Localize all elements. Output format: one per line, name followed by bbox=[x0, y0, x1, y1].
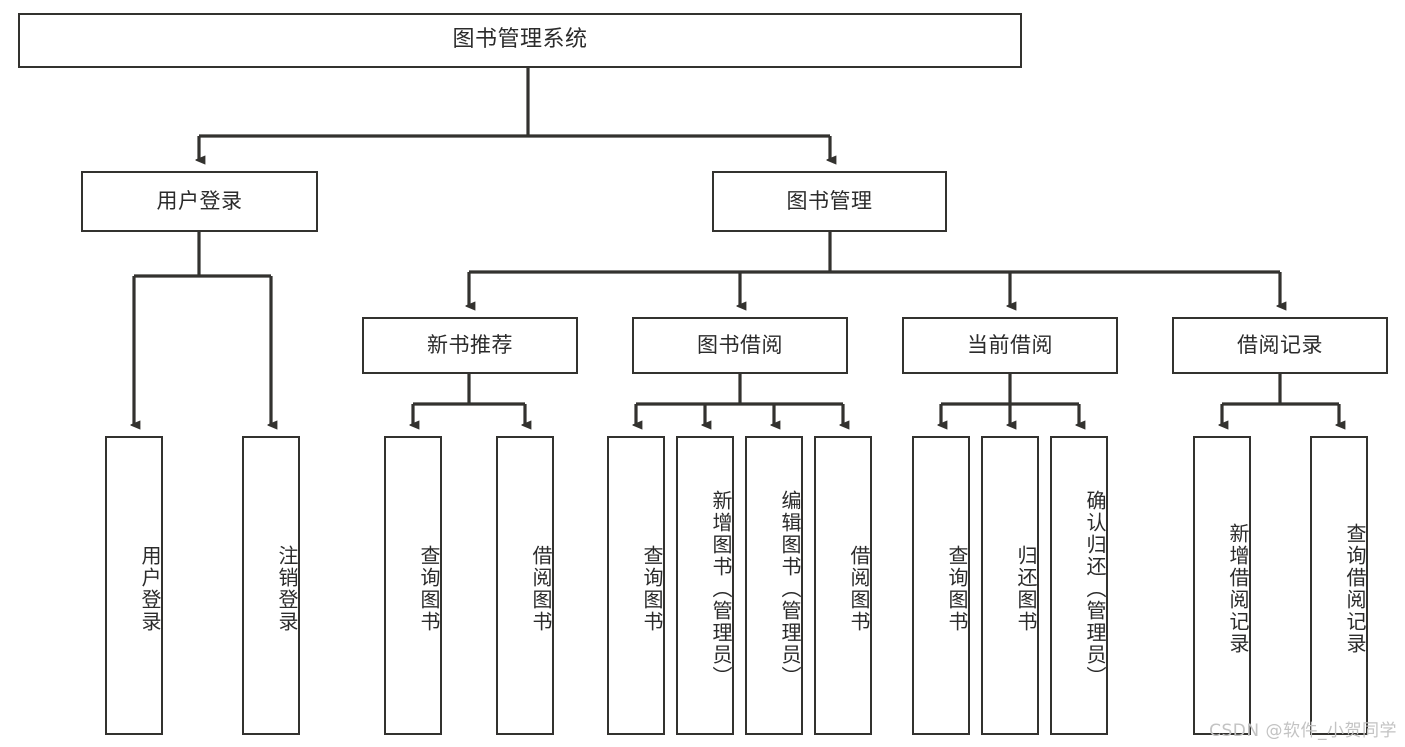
node-label: 新增借阅记录 bbox=[1226, 522, 1250, 655]
node-label: 借阅图书 bbox=[847, 544, 871, 633]
node-label: 用户登录 bbox=[138, 544, 162, 633]
node-leaf-edit-book[interactable]: 编辑图书（管理员） bbox=[745, 436, 803, 735]
node-book-manage[interactable]: 图书管理 bbox=[712, 171, 947, 232]
node-leaf-return-book[interactable]: 归还图书 bbox=[981, 436, 1039, 735]
node-current-borrow[interactable]: 当前借阅 bbox=[902, 317, 1118, 374]
node-label: 借阅图书 bbox=[529, 544, 553, 633]
edge-group-new-book-recommend bbox=[413, 374, 525, 425]
node-leaf-add-book[interactable]: 新增图书（管理员） bbox=[676, 436, 734, 735]
node-leaf-query-book-1[interactable]: 查询图书 bbox=[384, 436, 442, 735]
node-label: 图书借阅 bbox=[697, 332, 783, 357]
node-label: 归还图书 bbox=[1014, 544, 1038, 633]
node-label: 借阅记录 bbox=[1237, 332, 1323, 357]
edge-group-current-borrow bbox=[941, 374, 1079, 425]
edge-group-root bbox=[199, 68, 830, 160]
node-leaf-query-book-2[interactable]: 查询图书 bbox=[607, 436, 665, 735]
node-label: 查询图书 bbox=[945, 544, 969, 633]
node-label: 图书管理 bbox=[786, 188, 873, 213]
edge-group-book-manage bbox=[469, 232, 1280, 306]
node-leaf-borrow-book-2[interactable]: 借阅图书 bbox=[814, 436, 872, 735]
node-leaf-user-login[interactable]: 用户登录 bbox=[105, 436, 163, 735]
node-label: 当前借阅 bbox=[967, 332, 1053, 357]
node-leaf-confirm-return[interactable]: 确认归还（管理员） bbox=[1050, 436, 1108, 735]
edge-group-book-borrow bbox=[636, 374, 843, 425]
csdn-watermark: CSDN @软件_小贺同学 bbox=[1209, 721, 1397, 741]
node-book-borrow[interactable]: 图书借阅 bbox=[632, 317, 848, 374]
node-label: 新增图书（管理员） bbox=[709, 489, 733, 688]
node-new-book-recommend[interactable]: 新书推荐 bbox=[362, 317, 578, 374]
node-borrow-record[interactable]: 借阅记录 bbox=[1172, 317, 1388, 374]
node-label: 新书推荐 bbox=[427, 332, 513, 357]
node-root-system[interactable]: 图书管理系统 bbox=[18, 13, 1022, 68]
node-leaf-borrow-book-1[interactable]: 借阅图书 bbox=[496, 436, 554, 735]
node-leaf-add-record[interactable]: 新增借阅记录 bbox=[1193, 436, 1251, 735]
node-label: 图书管理系统 bbox=[452, 27, 588, 53]
node-label: 查询图书 bbox=[417, 544, 441, 633]
node-label: 编辑图书（管理员） bbox=[778, 489, 802, 688]
node-label: 注销登录 bbox=[275, 544, 299, 633]
node-leaf-query-record[interactable]: 查询借阅记录 bbox=[1310, 436, 1368, 735]
node-label: 用户登录 bbox=[156, 188, 243, 213]
node-leaf-logout[interactable]: 注销登录 bbox=[242, 436, 300, 735]
node-leaf-query-book-3[interactable]: 查询图书 bbox=[912, 436, 970, 735]
node-label: 查询图书 bbox=[640, 544, 664, 633]
edge-group-borrow-record bbox=[1222, 374, 1339, 425]
node-label: 确认归还（管理员） bbox=[1083, 489, 1107, 688]
node-user-login[interactable]: 用户登录 bbox=[81, 171, 318, 232]
edge-group-user-login bbox=[134, 232, 271, 425]
node-label: 查询借阅记录 bbox=[1343, 522, 1367, 655]
